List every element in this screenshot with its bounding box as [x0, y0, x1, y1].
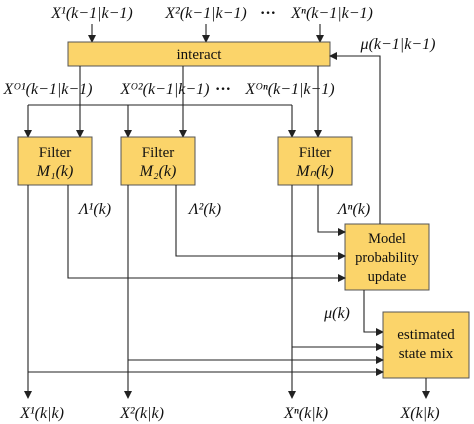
output-2-label: X²(k|k): [119, 405, 164, 422]
filter-n-box: [277, 136, 353, 186]
filter-2-model: M₂(k): [139, 163, 177, 180]
mu-k-label: μ(k): [323, 305, 350, 322]
filter-1-model: M₁(k): [36, 163, 74, 180]
mixed-ellipsis: ···: [215, 81, 231, 98]
model-prob-line-3: update: [368, 269, 407, 285]
filter-2-box: [120, 136, 196, 186]
top-input-n-label: Xⁿ(k−1|k−1): [290, 5, 373, 22]
filter-1-title: Filter: [39, 145, 72, 161]
likelihood-2-wire: [175, 185, 346, 260]
state-mix-box: [382, 311, 470, 379]
top-input-1-label: X¹(k−1|k−1): [50, 5, 132, 22]
filter-n-title: Filter: [299, 145, 332, 161]
interact-label: interact: [177, 47, 223, 63]
mu-prev-label: μ(k−1|k−1): [360, 36, 436, 53]
interact-box: [67, 41, 331, 67]
likelihood-1-wire: [67, 185, 346, 282]
top-input-2-label: X²(k−1|k−1): [164, 5, 246, 22]
state-mix-line-2: state mix: [399, 346, 454, 362]
likelihood-n-label: Λⁿ(k): [336, 201, 370, 218]
mixed-input-n-label: Xᴼⁿ(k−1|k−1): [244, 81, 334, 98]
output-n-label: Xⁿ(k|k): [283, 405, 328, 422]
mixed-input-1-label: Xᴼ¹(k−1|k−1): [2, 81, 92, 98]
mixed-input-2-label: Xᴼ²(k−1|k−1): [119, 81, 209, 98]
output-1-label: X¹(k|k): [19, 405, 64, 422]
model-prob-line-2: probability: [355, 250, 419, 266]
filter-n-model: Mₙ(k): [295, 163, 333, 180]
likelihood-1-label: Λ¹(k): [77, 201, 111, 218]
mu-feedback-wire: [329, 52, 381, 224]
mu-k-wire: [363, 290, 384, 336]
model-prob-line-1: Model: [368, 231, 406, 247]
likelihood-n-wire: [317, 185, 346, 236]
top-ellipsis: ···: [260, 5, 276, 22]
likelihood-2-label: Λ²(k): [187, 201, 221, 218]
filter-2-title: Filter: [142, 145, 175, 161]
filter-1-box: [17, 136, 93, 186]
output-combined-label: X(k|k): [399, 405, 439, 422]
state-mix-line-1: estimated: [397, 327, 455, 343]
